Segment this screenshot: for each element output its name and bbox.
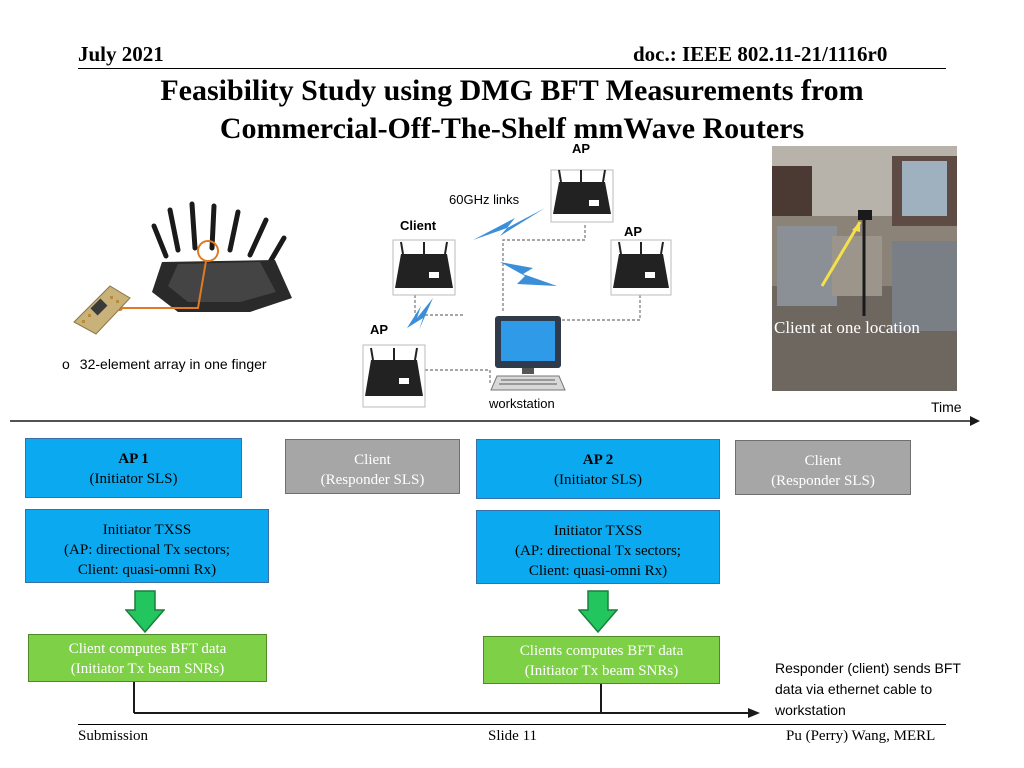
label-ap-right: AP	[624, 224, 643, 239]
router-client	[392, 239, 456, 296]
label-workstation: workstation	[489, 396, 555, 411]
txss2-line1: Initiator TXSS	[553, 523, 643, 539]
label-ap-top: AP	[572, 141, 591, 156]
photo-caption: Client at one location	[774, 318, 920, 337]
bft-compute-box-2: Clients computes BFT data (Initiator Tx …	[483, 636, 720, 684]
time-axis-arrow	[10, 416, 980, 426]
link-bolt-3	[407, 298, 433, 330]
footer-rule	[78, 724, 946, 725]
down-arrow-2	[578, 590, 618, 634]
link-bolt-1	[473, 208, 545, 240]
txss2-line3: Client: quasi-omni Rx)	[528, 563, 668, 579]
bullet-text: 32-element array in one finger	[79, 356, 267, 372]
workstation-icon	[490, 316, 566, 391]
client2-sls-box: Client (Responder SLS)	[735, 440, 911, 495]
router-ap-left	[362, 344, 426, 408]
label-60ghz-links: 60GHz links	[449, 192, 520, 207]
footer-submission: Submission	[78, 728, 149, 744]
bft2-line2: (Initiator Tx beam SNRs)	[524, 663, 679, 679]
ap2-sls-box: AP 2 (Initiator SLS)	[476, 439, 720, 499]
txss2-box: Initiator TXSS (AP: directional Tx secto…	[476, 510, 720, 584]
time-axis-label: Time	[931, 399, 962, 415]
office-photo	[772, 146, 957, 391]
header-date: July 2021	[78, 42, 164, 66]
slide-title-line1: Feasibility Study using DMG BFT Measurem…	[160, 74, 864, 107]
bft2-line1: Clients computes BFT data	[519, 643, 684, 659]
ap2-title: AP 2	[582, 452, 614, 468]
txss1-line3: Client: quasi-omni Rx)	[77, 562, 217, 578]
note-line2: data via ethernet cable to	[775, 681, 933, 697]
client2-subtitle: (Responder SLS)	[771, 473, 875, 489]
ap2-subtitle: (Initiator SLS)	[554, 472, 642, 488]
note-line1: Responder (client) sends BFT	[775, 660, 961, 676]
router-illustration	[73, 201, 292, 335]
bft1-line1: Client computes BFT data	[68, 641, 227, 657]
bft-compute-box-1: Client computes BFT data (Initiator Tx b…	[28, 634, 267, 682]
label-client: Client	[400, 218, 437, 233]
antenna-array-chip	[73, 285, 131, 335]
slide-title-line2: Commercial-Off-The-Shelf mmWave Routers	[219, 112, 805, 145]
footer-author: Pu (Perry) Wang, MERL	[786, 728, 936, 744]
header-rule	[78, 68, 946, 69]
footer-slide-number: Slide 11	[488, 728, 538, 744]
link-bolt-2	[500, 262, 557, 286]
network-diagram	[362, 169, 672, 408]
feature-bullet: o 32-element array in one finger	[62, 356, 267, 372]
client1-subtitle: (Responder SLS)	[320, 472, 425, 488]
bft-report-note: Responder (client) sends BFT data via et…	[775, 658, 961, 721]
client2-title: Client	[804, 453, 842, 469]
header-doc-id: doc.: IEEE 802.11-21/1116r0	[633, 42, 888, 66]
txss1-box: Initiator TXSS (AP: directional Tx secto…	[25, 509, 269, 583]
txss1-line2: (AP: directional Tx sectors;	[64, 542, 230, 558]
txss2-line2: (AP: directional Tx sectors;	[515, 543, 681, 559]
txss1-line1: Initiator TXSS	[102, 522, 192, 538]
note-line3: workstation	[775, 702, 846, 718]
down-arrow-1	[125, 590, 165, 634]
ap1-title: AP 1	[118, 451, 149, 467]
bft-report-connector	[133, 682, 760, 718]
bullet-marker: o	[62, 356, 70, 372]
bft1-line2: (Initiator Tx beam SNRs)	[70, 661, 225, 677]
slide-title: Feasibility Study using DMG BFT Measurem…	[0, 72, 1024, 148]
label-ap-left: AP	[370, 322, 389, 337]
ap1-subtitle: (Initiator SLS)	[89, 471, 178, 487]
ap1-sls-box: AP 1 (Initiator SLS)	[25, 438, 242, 498]
router-ap-right	[610, 239, 672, 296]
client1-title: Client	[354, 452, 391, 468]
client1-sls-box: Client (Responder SLS)	[285, 439, 460, 494]
antenna-highlight-circle	[197, 240, 219, 262]
router-ap-top	[550, 169, 614, 223]
